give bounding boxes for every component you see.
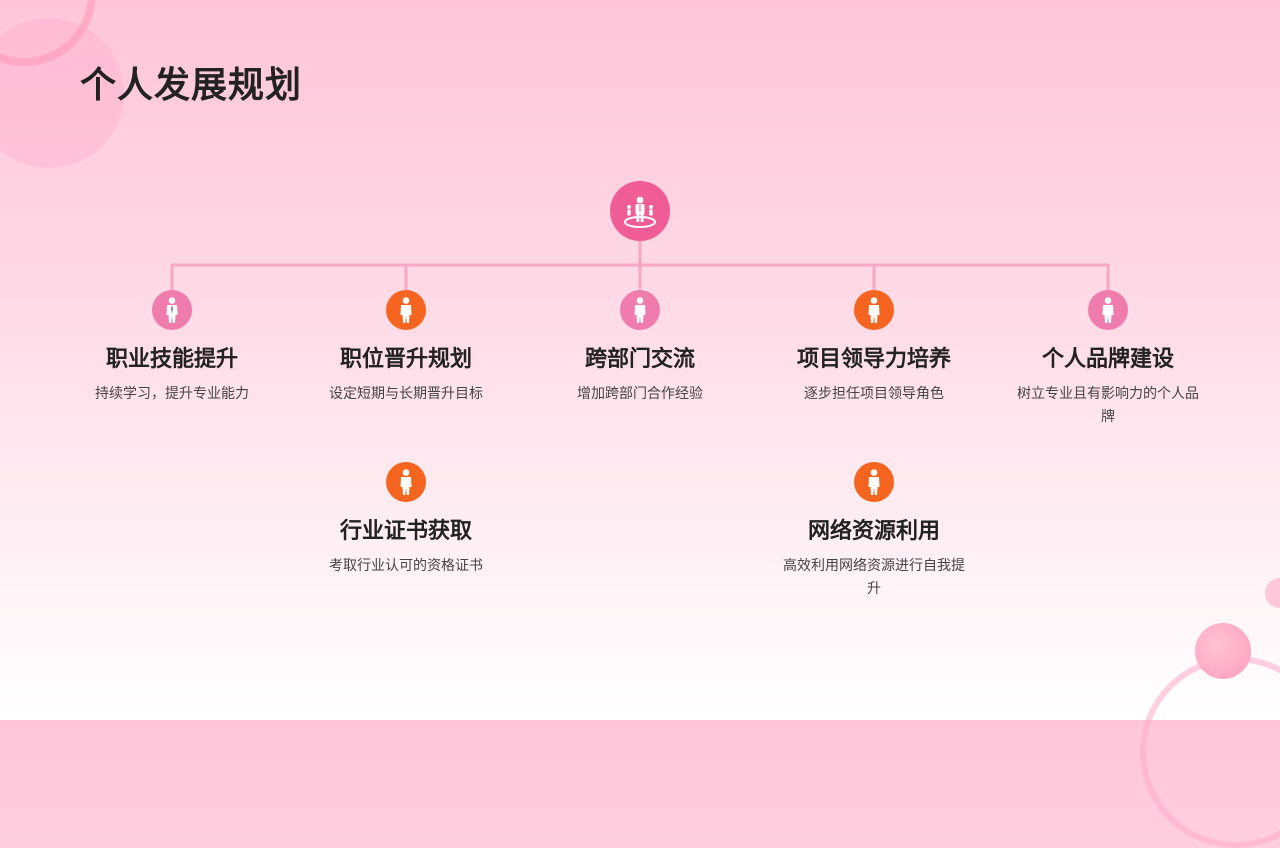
node-label: 职业技能提升 [105, 347, 238, 372]
node-label: 个人品牌建设 [1041, 347, 1174, 372]
decorative-circle [1195, 623, 1251, 679]
node-project-leadership: 项目领导力培养 逐步担任项目领导角色 [774, 290, 974, 406]
node-description: 设定短期与长期晋升目标 [329, 386, 483, 402]
person-icon [1088, 290, 1128, 330]
node-promotion-plan: 职位晋升规划 设定短期与长期晋升目标 [306, 290, 506, 406]
node-description: 树立专业且有影响力的个人品牌 [1017, 386, 1199, 425]
node-online-resources: 网络资源利用 高效利用网络资源进行自我提升 [774, 462, 974, 601]
node-description: 高效利用网络资源进行自我提升 [783, 558, 965, 597]
person-icon [386, 462, 426, 502]
node-skill-improvement: 职业技能提升 持续学习，提升专业能力 [72, 290, 272, 406]
node-description: 增加跨部门合作经验 [577, 386, 703, 402]
node-industry-certificate: 行业证书获取 考取行业认可的资格证书 [306, 462, 506, 578]
node-label: 跨部门交流 [584, 347, 695, 372]
node-label: 项目领导力培养 [796, 347, 951, 372]
page-title: 个人发展规划 [80, 65, 303, 106]
people-group-icon [610, 181, 670, 241]
decorative-circle [1265, 578, 1280, 608]
person-icon [152, 290, 192, 330]
node-personal-brand: 个人品牌建设 树立专业且有影响力的个人品牌 [1008, 290, 1208, 429]
node-label: 职位晋升规划 [339, 347, 472, 372]
node-description: 逐步担任项目领导角色 [804, 386, 944, 402]
node-description: 考取行业认可的资格证书 [329, 558, 483, 574]
connector-lines [170, 241, 1110, 290]
person-icon [854, 462, 894, 502]
person-icon [386, 290, 426, 330]
node-cross-department: 跨部门交流 增加跨部门合作经验 [540, 290, 740, 406]
node-label: 网络资源利用 [807, 519, 940, 544]
node-label: 行业证书获取 [339, 519, 472, 544]
person-icon [620, 290, 660, 330]
decorative-circle [0, 18, 124, 168]
node-description: 持续学习，提升专业能力 [95, 386, 249, 402]
person-icon [854, 290, 894, 330]
